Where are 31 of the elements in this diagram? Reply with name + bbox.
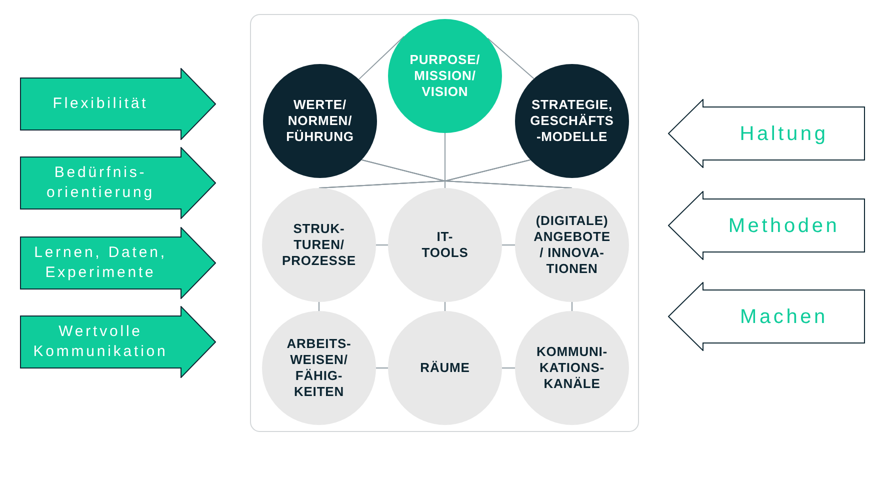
arrow-label: Lernen, Daten, Experimente (34, 243, 167, 283)
circle-label: ARBEITS- WEISEN/ FÄHIG- KEITEN (286, 336, 352, 400)
arrow-label: Haltung (740, 122, 828, 146)
left-arrow-shape (668, 282, 865, 351)
arrow-label: Flexibilität (52, 94, 148, 114)
arrow-label: Wertvolle Kommunikation (33, 322, 168, 362)
circle-label: WERTE/ NORMEN/ FÜHRUNG (286, 97, 354, 145)
connector-line (444, 159, 572, 188)
connector-line (318, 302, 320, 312)
circle-label: (DIGITALE) ANGEBOTE / INNOVA- TIONEN (534, 213, 610, 277)
connector-line (358, 36, 404, 80)
left-arrow-shape (668, 99, 865, 168)
connector-line (376, 244, 388, 246)
right-arrow-shape (20, 68, 216, 140)
rounded-panel (250, 14, 639, 432)
circle-label: PURPOSE/ MISSION/ VISION (410, 52, 480, 100)
circle-label: IT- TOOLS (422, 229, 468, 261)
arrow-label: Bedürfnis- orientierung (46, 163, 155, 203)
arrow-label: Methoden (728, 214, 840, 238)
circle-label: STRUK- TUREN/ PROZESSE (282, 221, 356, 269)
connector-line (444, 302, 446, 312)
right-arrow-shape (20, 227, 216, 299)
connector-line (502, 244, 516, 246)
right-arrow-shape (20, 306, 216, 378)
circle-label: KOMMUNI- KATIONS- KANÄLE (536, 344, 608, 392)
left-arrow-shape (668, 191, 865, 260)
connector-line (487, 38, 534, 80)
circle-label: STRATEGIE, GESCHÄFTS -MODELLE (530, 97, 614, 145)
right-arrow-shape (20, 147, 216, 219)
circle-label: RÄUME (420, 360, 470, 376)
arrow-label: Machen (740, 304, 828, 328)
